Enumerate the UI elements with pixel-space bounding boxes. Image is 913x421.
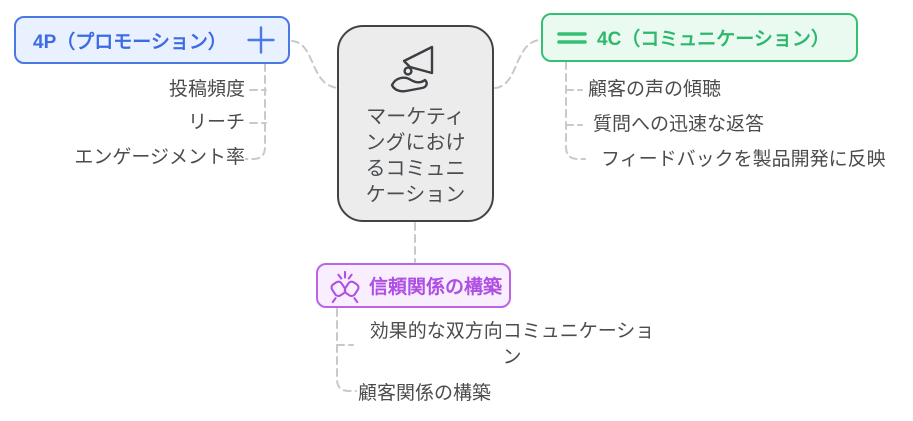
leaf-customer-relationship: 顧客関係の構築 (358, 383, 492, 404)
node-root-marketing-communication[interactable]: マーケティングにおけるコミュニケーション (337, 25, 494, 222)
node-4p-label: 4P（プロモーション） (33, 31, 227, 53)
connector-blue-to-center (291, 40, 339, 89)
node-4c-communication[interactable]: 4C（コミュニケーション） (541, 13, 858, 62)
connector-center-to-green (494, 39, 541, 89)
leaf-quick-answers: 質問への迅速な返答 (593, 114, 765, 135)
node-4p-promotion[interactable]: 4P（プロモーション） (14, 16, 290, 64)
leaf-two-way-communication: 効果的な双方向コミュニケーション (369, 321, 655, 368)
node-trust-building[interactable]: 信頼関係の構築 (316, 263, 511, 308)
root-label: マーケティングにおけるコミュニケーション (365, 105, 466, 206)
plus-icon[interactable] (247, 26, 275, 54)
leaf-reach: リーチ (187, 112, 245, 133)
megaphone-hand-icon (387, 40, 445, 96)
leaf-listen-customer-voice: 顧客の声の傾聴 (588, 79, 722, 100)
leaf-engagement-rate: エンゲージメント率 (74, 147, 245, 168)
fist-bump-icon (329, 268, 361, 304)
node-trust-label: 信頼関係の構築 (369, 277, 503, 298)
connector-purple-branch-line (336, 308, 357, 392)
leaf-posting-frequency: 投稿頻度 (168, 79, 245, 100)
leaf-feedback-to-product: フィードバックを製品開発に反映 (601, 149, 886, 170)
node-4c-label: 4C（コミュニケーション） (597, 29, 830, 50)
connector-blue-branch-line (245, 63, 266, 160)
connector-green-branch-line (565, 61, 586, 160)
equals-icon (557, 29, 587, 47)
